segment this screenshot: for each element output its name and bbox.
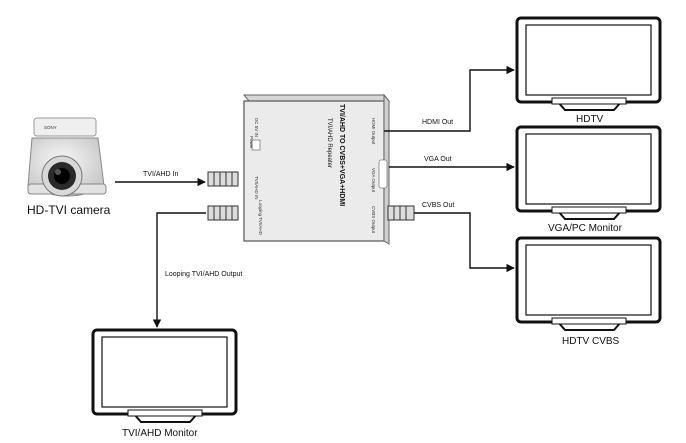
monitor-hdtv-label: HDTV bbox=[576, 114, 604, 125]
bnc-loop-connector bbox=[207, 205, 239, 221]
monitor-cvbs: HDTV CVBS bbox=[515, 236, 662, 347]
tvi-in-label: TVI/AHD In bbox=[143, 171, 179, 178]
loop-out-label: Looping TVI/AHD Output bbox=[165, 271, 242, 278]
port-label-loop: Looping TVI/AHD bbox=[258, 200, 263, 236]
repeater-device: TVI/AHD TO CVBS+VGA+HDMI TVI/AHD Repeate… bbox=[242, 93, 391, 245]
port-label-cvbs: CVBS Output bbox=[371, 206, 376, 234]
hd-tvi-camera: SONY HD-TVI camera bbox=[27, 117, 111, 217]
vga-out-label: VGA Out bbox=[424, 156, 452, 163]
device-subtitle: TVI/AHD Repeater bbox=[326, 118, 332, 168]
monitor-vga: VGA/PC Monitor bbox=[515, 125, 662, 234]
loop-out-arrow bbox=[152, 212, 206, 328]
port-label-tvi-in: TVI/AHD IN bbox=[254, 176, 259, 200]
hdmi-out-arrow bbox=[384, 65, 515, 132]
bnc-cvbs-connector bbox=[387, 205, 415, 221]
bnc-in-connector bbox=[207, 171, 239, 187]
monitor-vga-label: VGA/PC Monitor bbox=[548, 223, 623, 234]
device-title: TVI/AHD TO CVBS+VGA+HDMI bbox=[338, 104, 345, 206]
monitor-loop: TVI/AHD Monitor bbox=[91, 328, 238, 439]
port-label-dc: DC 5V IN bbox=[254, 118, 259, 137]
cvbs-out-label: CVBS Out bbox=[422, 202, 454, 209]
camera-label: HD-TVI camera bbox=[27, 203, 111, 217]
port-label-hdmi: HDMI Output bbox=[371, 118, 376, 145]
hdmi-out-label: HDMI Out bbox=[422, 119, 453, 126]
port-label-vga: VGA Output bbox=[371, 168, 376, 193]
port-label-power: Power bbox=[249, 136, 254, 149]
monitor-loop-label: TVI/AHD Monitor bbox=[122, 428, 198, 439]
cvbs-out-arrow bbox=[414, 212, 515, 273]
monitor-hdtv: HDTV bbox=[515, 16, 662, 125]
monitor-cvbs-label: HDTV CVBS bbox=[562, 336, 620, 347]
camera-brand: SONY bbox=[44, 125, 57, 130]
